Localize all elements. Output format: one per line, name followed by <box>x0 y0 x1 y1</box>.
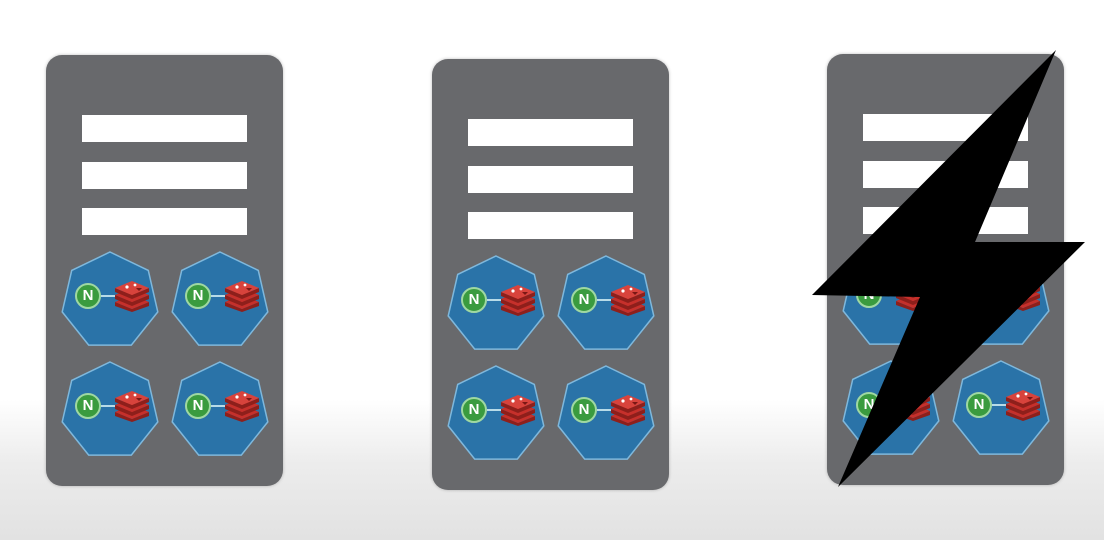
nginx-icon: N <box>461 397 487 423</box>
nginx-icon: N <box>966 392 992 418</box>
server-slot <box>82 162 247 189</box>
heptagon-pod-icon <box>171 251 269 346</box>
heptagon-pod-icon <box>447 255 545 350</box>
nginx-icon: N <box>571 397 597 423</box>
redis-icon <box>611 285 645 316</box>
pod: N <box>951 248 1051 348</box>
nginx-icon: N <box>75 283 101 309</box>
redis-icon <box>896 390 930 421</box>
nginx-icon: N <box>571 287 597 313</box>
redis-icon <box>501 395 535 426</box>
server-slot <box>468 212 633 239</box>
connector-line <box>101 295 115 297</box>
pod: N <box>951 358 1051 458</box>
pod: N <box>556 253 656 353</box>
server-slot <box>468 166 633 193</box>
redis-icon <box>225 391 259 422</box>
pod: N <box>170 249 270 349</box>
server-rack-3-failed: N N N N <box>827 54 1064 485</box>
heptagon-pod-icon <box>171 361 269 456</box>
nginx-icon: N <box>461 287 487 313</box>
pod: N <box>556 363 656 463</box>
server-slot <box>863 161 1028 188</box>
redis-icon <box>896 280 930 311</box>
nginx-icon: N <box>75 393 101 419</box>
server-slot <box>863 207 1028 234</box>
redis-icon <box>225 281 259 312</box>
heptagon-pod-icon <box>557 365 655 460</box>
redis-icon <box>1006 280 1040 311</box>
redis-icon <box>115 281 149 312</box>
pod: N <box>170 359 270 459</box>
redis-icon <box>611 395 645 426</box>
server-slot <box>468 119 633 146</box>
pod: N <box>841 358 941 458</box>
heptagon-pod-icon <box>557 255 655 350</box>
server-slot <box>82 115 247 142</box>
redis-icon <box>1006 390 1040 421</box>
server-slot <box>863 114 1028 141</box>
connector-line <box>487 409 501 411</box>
redis-icon <box>115 391 149 422</box>
pod: N <box>841 248 941 348</box>
connector-line <box>597 299 611 301</box>
heptagon-pod-icon <box>61 251 159 346</box>
server-rack-1: N N N N <box>46 55 283 486</box>
pod: N <box>60 249 160 349</box>
nginx-icon: N <box>185 283 211 309</box>
pod: N <box>446 253 546 353</box>
redis-icon <box>501 285 535 316</box>
pod: N <box>60 359 160 459</box>
pod: N <box>446 363 546 463</box>
connector-line <box>597 409 611 411</box>
heptagon-pod-icon <box>61 361 159 456</box>
nginx-icon: N <box>856 282 882 308</box>
server-rack-2: N N N N <box>432 59 669 490</box>
connector-line <box>487 299 501 301</box>
heptagon-pod-icon <box>447 365 545 460</box>
connector-line <box>211 405 225 407</box>
connector-line <box>101 405 115 407</box>
nginx-icon: N <box>856 392 882 418</box>
connector-line <box>211 295 225 297</box>
nginx-icon: N <box>966 282 992 308</box>
nginx-icon: N <box>185 393 211 419</box>
server-slot <box>82 208 247 235</box>
